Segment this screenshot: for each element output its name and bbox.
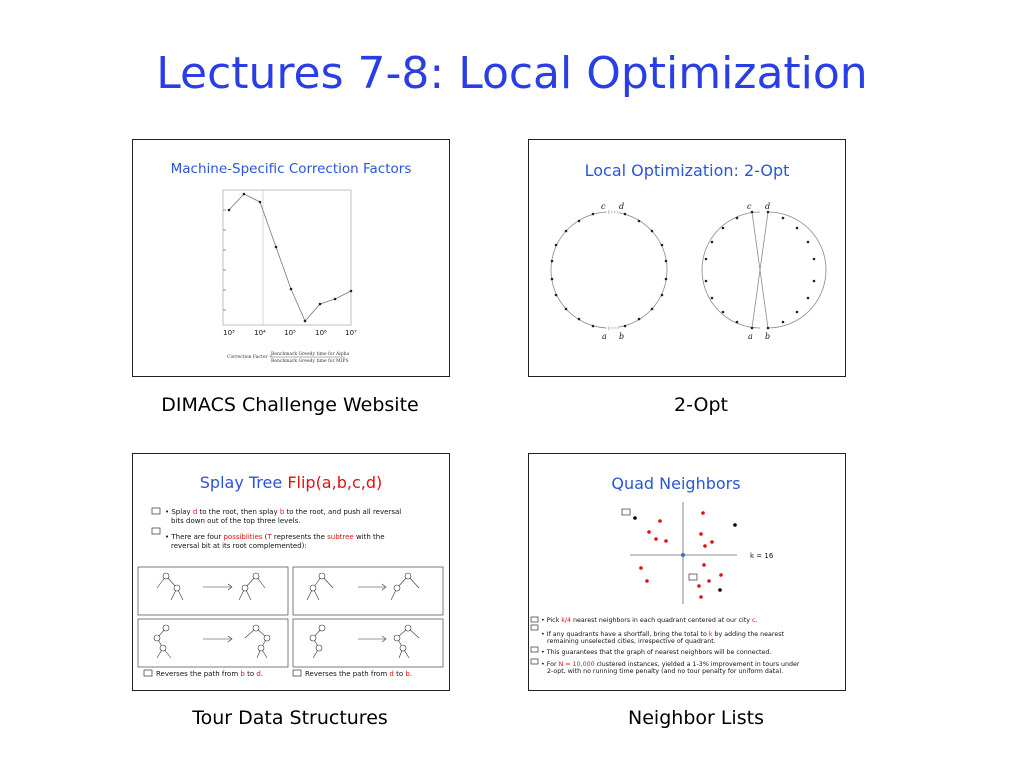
two-opt-diagram: Local Optimization: 2-Opt c d a b bbox=[550, 161, 827, 341]
tick-label: 10⁷ bbox=[345, 329, 357, 337]
number-box bbox=[530, 658, 539, 665]
number-box bbox=[530, 646, 539, 653]
slide4-title: Quad Neighbors bbox=[611, 474, 740, 493]
case-panel-1 bbox=[137, 566, 289, 616]
slide2-title: Local Optimization: 2-Opt bbox=[585, 161, 790, 180]
number-box bbox=[151, 527, 161, 535]
number-box bbox=[292, 669, 302, 677]
node-label-d-right: d bbox=[765, 202, 770, 211]
splay-tree-slide: Splay Tree Flip(a,b,c,d) • Splay d to th… bbox=[137, 473, 444, 678]
node-label-a-right: a bbox=[748, 332, 753, 341]
slide4-bullet-4: • For N = 10,000 clustered instances, yi… bbox=[541, 661, 800, 668]
correction-factors-chart: Machine-Specific Correction Factors 10³ … bbox=[171, 161, 412, 364]
slide-thumbnail-quad-neighbors[interactable]: Quad Neighbors k = 16 • Pick k/4 nearest… bbox=[528, 453, 846, 691]
slide4-bullet-2-line2: remaining unselected cities, irrespectiv… bbox=[547, 638, 716, 645]
node-label-a-left: a bbox=[602, 332, 607, 341]
number-box bbox=[151, 507, 161, 515]
reverse-caption-2: Reverses the path from d to b. bbox=[305, 670, 412, 678]
slide3-bullet-1-line2: bits down out of the top three levels. bbox=[171, 517, 300, 525]
formula-denominator: Benchmark Greedy time for MIPS bbox=[271, 358, 349, 364]
tour-circle-left bbox=[550, 211, 668, 329]
node-label-b-right: b bbox=[765, 332, 770, 341]
node-label-c-right: c bbox=[747, 202, 752, 211]
slide3-bullet-2: • There are four possiblities (T represe… bbox=[165, 533, 385, 541]
tour-nodes-right bbox=[704, 210, 816, 330]
slide3-title: Splay Tree Flip(a,b,c,d) bbox=[200, 473, 382, 492]
number-box bbox=[688, 573, 698, 581]
node-label-c-left: c bbox=[601, 202, 606, 211]
quad-neighbors-slide: Quad Neighbors k = 16 • Pick k/4 nearest… bbox=[530, 474, 800, 675]
tick-label: 10⁶ bbox=[315, 329, 327, 337]
chart-line bbox=[228, 193, 352, 322]
tree-nodes bbox=[153, 572, 412, 652]
slide-thumbnail-splay-tree[interactable]: Splay Tree Flip(a,b,c,d) • Splay d to th… bbox=[132, 453, 450, 691]
slide4-bullet-4-line2: 2-opt, with no running time penalty (and… bbox=[547, 668, 784, 675]
page-title: Lectures 7-8: Local Optimization bbox=[156, 48, 868, 99]
case-panel-4 bbox=[292, 618, 444, 668]
slide-thumbnail-dimacs[interactable]: Machine-Specific Correction Factors 10³ … bbox=[132, 139, 450, 377]
slide1-title: Machine-Specific Correction Factors bbox=[171, 161, 412, 177]
slide4-bullet-2: • If any quadrants have a shortfall, bri… bbox=[541, 631, 785, 638]
tick-label: 10⁴ bbox=[254, 329, 266, 337]
neighbor-points bbox=[633, 511, 737, 599]
node-label-b-left: b bbox=[619, 332, 624, 341]
number-box bbox=[143, 669, 153, 677]
tour-arc-left-half bbox=[701, 211, 761, 329]
number-box bbox=[530, 616, 539, 623]
tour-nodes-left bbox=[550, 210, 668, 330]
reverse-caption-1: Reverses the path from b to d. bbox=[156, 670, 263, 678]
caption-tour-data-structures: Tour Data Structures bbox=[192, 707, 388, 729]
k-label: k = 16 bbox=[750, 552, 774, 560]
chart-points bbox=[227, 192, 353, 323]
slide3-bullet-2-line2: reversal bit at its root complemented): bbox=[171, 542, 307, 550]
number-box bbox=[530, 624, 539, 631]
slide4-bullet-1: • Pick k/4 nearest neighbors in each qua… bbox=[541, 617, 758, 624]
slide4-bullet-3: • This guarantees that the graph of near… bbox=[541, 649, 771, 656]
chart-ticks bbox=[223, 209, 226, 311]
chart-frame bbox=[222, 189, 352, 326]
formula-left: Correction Factor = bbox=[227, 354, 273, 360]
slide-thumbnail-2opt[interactable]: Local Optimization: 2-Opt c d a b bbox=[528, 139, 846, 377]
number-box bbox=[621, 508, 631, 516]
swapped-edge-2 bbox=[751, 211, 769, 329]
tour-arc-right-half bbox=[767, 211, 827, 329]
caption-dimacs: DIMACS Challenge Website bbox=[161, 394, 419, 416]
node-label-d-left: d bbox=[619, 202, 624, 211]
case-panel-3 bbox=[137, 618, 289, 668]
formula-numerator: Benchmark Greedy time for Alpha bbox=[271, 351, 350, 357]
caption-neighbor-lists: Neighbor Lists bbox=[628, 707, 764, 729]
caption-2opt: 2-Opt bbox=[674, 394, 728, 416]
tick-label: 10⁵ bbox=[284, 329, 296, 337]
slide3-bullet-1: • Splay d to the root, then splay b to t… bbox=[165, 508, 401, 516]
tick-label: 10³ bbox=[223, 329, 235, 337]
case-panel-2 bbox=[292, 566, 444, 616]
